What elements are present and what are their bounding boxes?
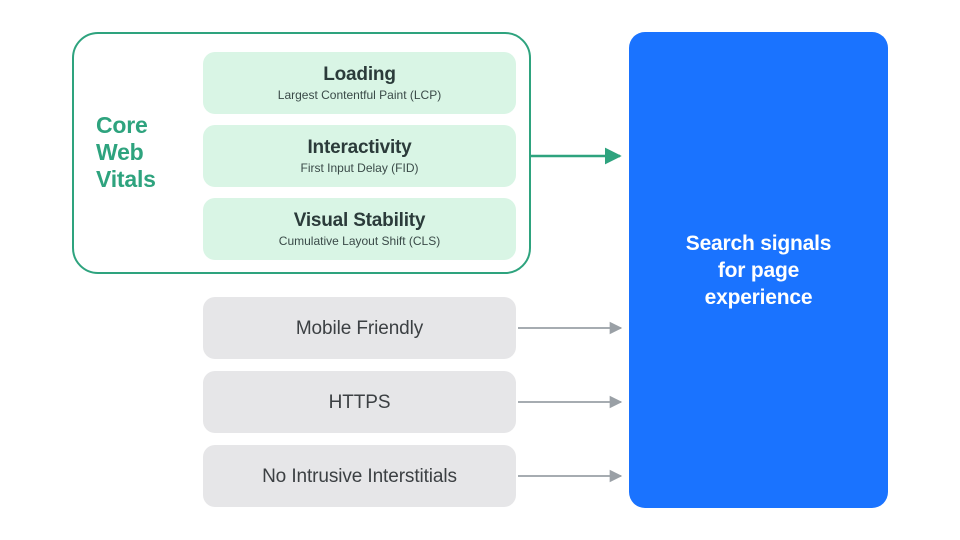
core-web-vitals-group (72, 32, 531, 274)
metric-card-loading[interactable]: Loading Largest Contentful Paint (LCP) (203, 52, 516, 114)
metric-subtitle: Cumulative Layout Shift (CLS) (278, 234, 441, 248)
metric-subtitle: First Input Delay (FID) (300, 161, 419, 175)
signal-label: HTTPS (328, 391, 391, 413)
search-signals-output-box[interactable]: Search signals for page experience (629, 32, 888, 508)
signal-label: Mobile Friendly (295, 317, 424, 339)
signal-box-https[interactable]: HTTPS (203, 371, 516, 433)
metric-title: Loading (323, 64, 396, 85)
metric-title: Visual Stability (293, 210, 426, 231)
metric-subtitle: Largest Contentful Paint (LCP) (277, 88, 442, 102)
core-web-vitals-group-label: Core Web Vitals (96, 112, 156, 192)
metric-card-interactivity[interactable]: Interactivity First Input Delay (FID) (203, 125, 516, 187)
search-signals-output-label: Search signals for page experience (685, 231, 832, 309)
signal-label: No Intrusive Interstitials (262, 465, 457, 487)
metric-card-visual-stability[interactable]: Visual Stability Cumulative Layout Shift… (203, 198, 516, 260)
metric-title: Interactivity (307, 137, 412, 158)
signal-box-mobile-friendly[interactable]: Mobile Friendly (203, 297, 516, 359)
signal-box-no-intrusive-interstitials[interactable]: No Intrusive Interstitials (203, 445, 516, 507)
